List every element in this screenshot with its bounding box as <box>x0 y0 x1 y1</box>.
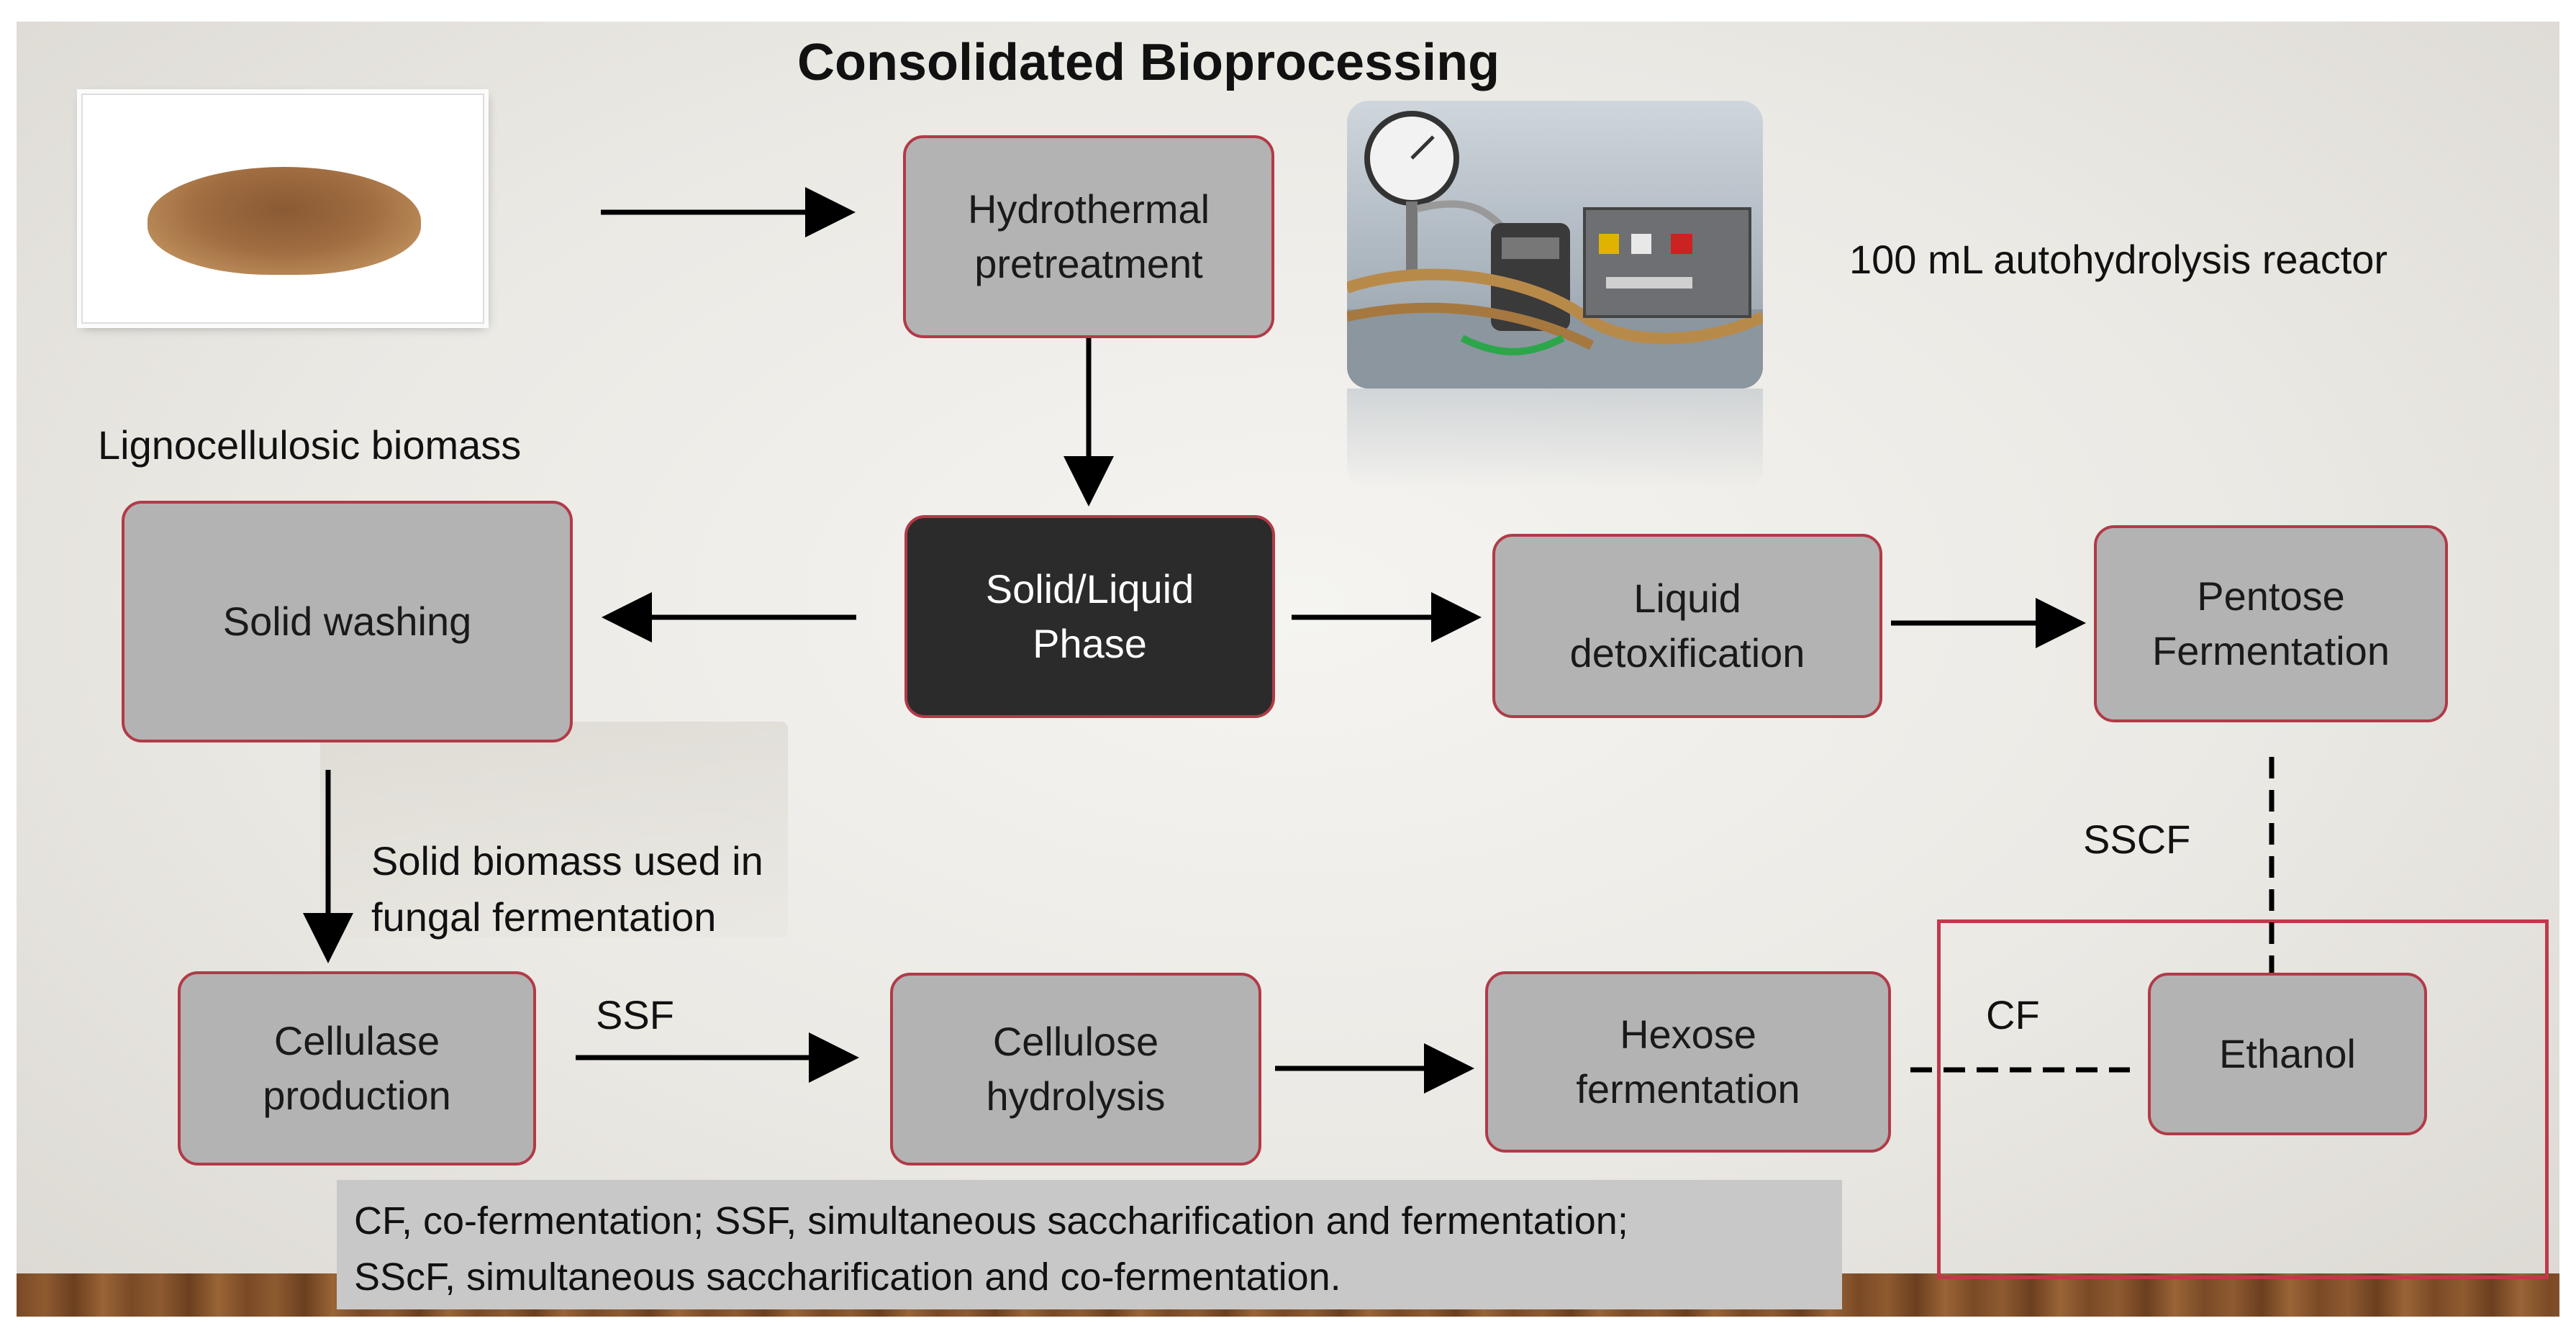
abbreviation-legend: CF, co-fermentation; SSF, simultaneous s… <box>337 1180 1842 1309</box>
pentose-fermentation-box: Pentose Fermentation <box>2094 525 2448 722</box>
ethanol-box: Ethanol <box>2148 973 2427 1135</box>
ethanol-text: Ethanol <box>2219 1031 2356 1077</box>
solid-biomass-note: Solid biomass used in fungal fermentatio… <box>371 838 763 940</box>
reactor-label: 100 mL autohydrolysis reactor <box>1849 237 2388 282</box>
hexose-fermentation-text: Hexose fermentation <box>1576 1012 1800 1112</box>
cf-label: CF <box>1986 992 2040 1037</box>
biomass-label: Lignocellulosic biomass <box>98 422 522 468</box>
diagram-title: Consolidated Bioprocessing <box>797 34 1500 91</box>
solid-washing-text: Solid washing <box>222 599 472 645</box>
liquid-detoxification-box: Liquid detoxification <box>1492 534 1882 718</box>
hexose-fermentation-box: Hexose fermentation <box>1485 971 1891 1153</box>
cellulase-production-box: Cellulase production <box>178 971 536 1166</box>
cellulose-hydrolysis-text: Cellulose hydrolysis <box>986 1019 1166 1119</box>
solid-liquid-phase-box: Solid/Liquid Phase <box>904 515 1275 718</box>
hydrothermal-pretreatment-text: Hydrothermal pretreatment <box>967 186 1210 286</box>
cellulase-production-text: Cellulase production <box>263 1018 451 1118</box>
reactor-illustration <box>1347 111 1763 389</box>
reactor-photo <box>1347 101 1763 389</box>
ssf-label: SSF <box>596 992 674 1037</box>
reactor-photo-reflection <box>1347 389 1763 489</box>
biomass-photo <box>81 94 484 324</box>
ethanol-highlight-frame <box>1937 919 2549 1279</box>
biomass-pile-image <box>148 167 421 275</box>
liquid-detoxification-text: Liquid detoxification <box>1569 576 1805 676</box>
solid-liquid-phase-text: Solid/Liquid Phase <box>985 566 1194 666</box>
pentose-fermentation-text: Pentose Fermentation <box>2152 573 2390 673</box>
sscf-label: SSCF <box>2083 817 2191 862</box>
solid-washing-box: Solid washing <box>122 501 573 742</box>
cellulose-hydrolysis-box: Cellulose hydrolysis <box>890 973 1261 1166</box>
lab-background-photo <box>320 722 788 937</box>
hydrothermal-pretreatment-box: Hydrothermal pretreatment <box>903 135 1274 338</box>
